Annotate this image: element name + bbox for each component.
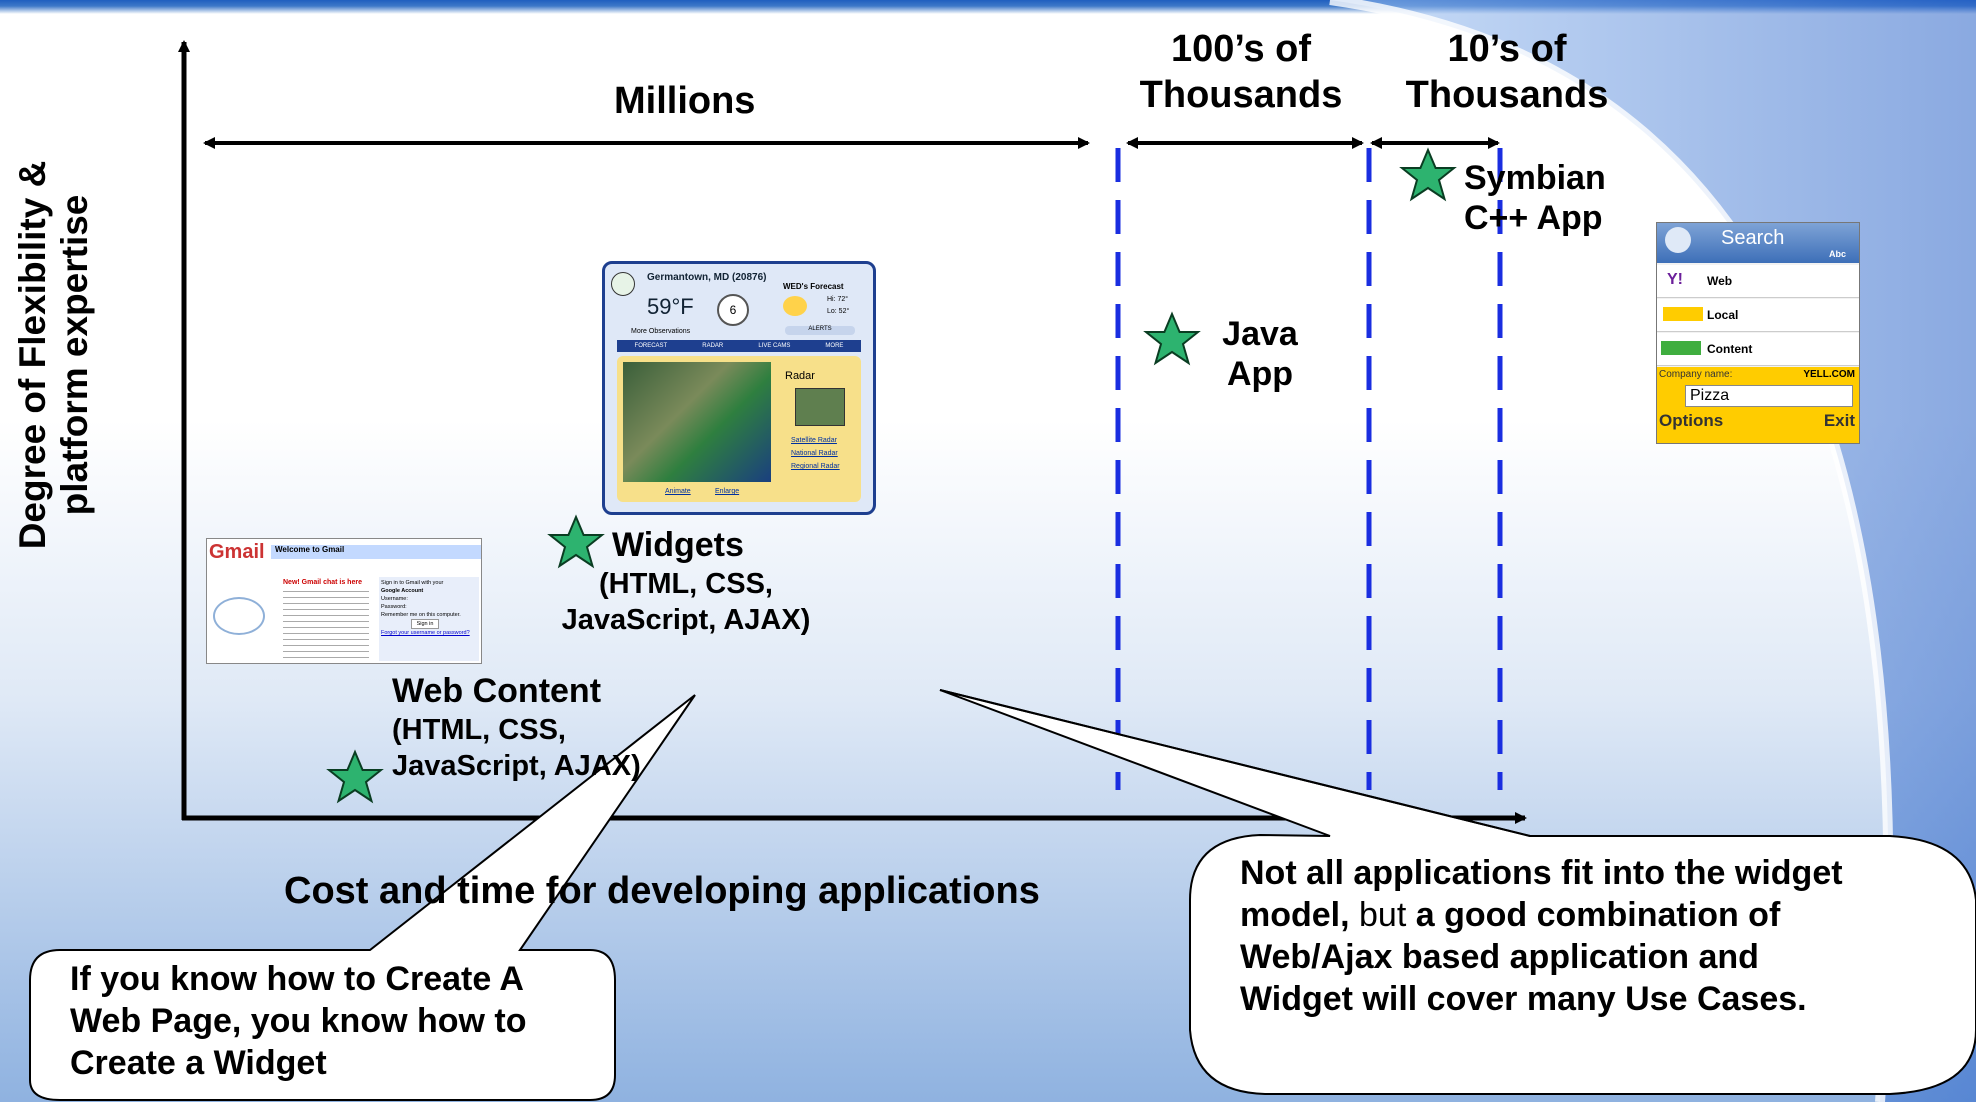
- star-icon: [1399, 147, 1457, 202]
- medio-icon: [1661, 341, 1701, 355]
- phone-search-screenshot: Search Abc Y! Web Local Content Company …: [1656, 222, 1860, 444]
- callout-left-shape: [29, 694, 696, 1101]
- radar-thumbnail: [795, 388, 845, 426]
- gmail-logo: Gmail: [209, 541, 265, 563]
- radar-title: Radar: [785, 370, 815, 382]
- weather-temp: 59°F: [647, 294, 694, 319]
- wind-dial-icon: 6: [717, 294, 749, 326]
- phone-search-panel: Company name: YELL.COM Pizza Options Exi…: [1657, 367, 1859, 443]
- callout-right-text: Not all applications fit into the widget…: [1240, 854, 1843, 1018]
- weather-forecast-title: WED's Forecast: [783, 282, 844, 291]
- gmail-screenshot: Gmail Welcome to Gmail New! Gmail chat i…: [206, 538, 482, 664]
- callout-right-shape: [939, 689, 1976, 1095]
- widgets-title: Widgets: [612, 526, 744, 564]
- phone-header: [1657, 223, 1859, 263]
- phone-row-web: Y! Web: [1657, 265, 1859, 298]
- gmail-header: Welcome to Gmail: [271, 545, 481, 559]
- star-icon: [326, 749, 384, 804]
- phone-row-local: Local: [1657, 299, 1859, 332]
- magnifier-icon: [1665, 227, 1691, 253]
- phone-row-content: Content: [1657, 333, 1859, 366]
- star-icon: [547, 514, 605, 569]
- weather-widget-screenshot: Germantown, MD (20876) 59°F 6 WED's Fore…: [602, 261, 876, 515]
- phone-search-title: Search: [1721, 227, 1785, 249]
- gmail-promo-title: New! Gmail chat is here: [283, 579, 362, 586]
- gmail-signin-box: Sign in to Gmail with your Google Accoun…: [379, 577, 479, 661]
- gmail-signin-button: Sign in: [411, 619, 439, 629]
- weather-location: Germantown, MD (20876): [647, 272, 767, 283]
- widgets-tech: (HTML, CSS,JavaScript, AJAX): [561, 568, 811, 636]
- yahoo-icon: Y!: [1667, 271, 1683, 288]
- chat-bubbles-icon: [213, 597, 265, 635]
- callout-left-text: If you know how to Create A Web Page, yo…: [70, 960, 527, 1082]
- yell-icon: [1663, 307, 1703, 321]
- y-axis-label: Degree of Flexibility & platform experti…: [12, 160, 95, 550]
- web-content-title: Web Content: [392, 672, 602, 710]
- star-icon: [1143, 311, 1201, 366]
- segment-millions-label: Millions: [614, 80, 756, 122]
- sun-icon: [783, 296, 807, 316]
- web-content-tech-1: (HTML, CSS,: [392, 714, 566, 746]
- gmail-promo-text: [283, 591, 369, 659]
- x-axis-label: Cost and time for developing application…: [284, 870, 1040, 912]
- phone-query-field: Pizza: [1685, 385, 1853, 407]
- bug-logo-icon: [611, 272, 635, 296]
- radar-map: [623, 362, 771, 482]
- web-content-tech-2: JavaScript, AJAX): [392, 750, 641, 782]
